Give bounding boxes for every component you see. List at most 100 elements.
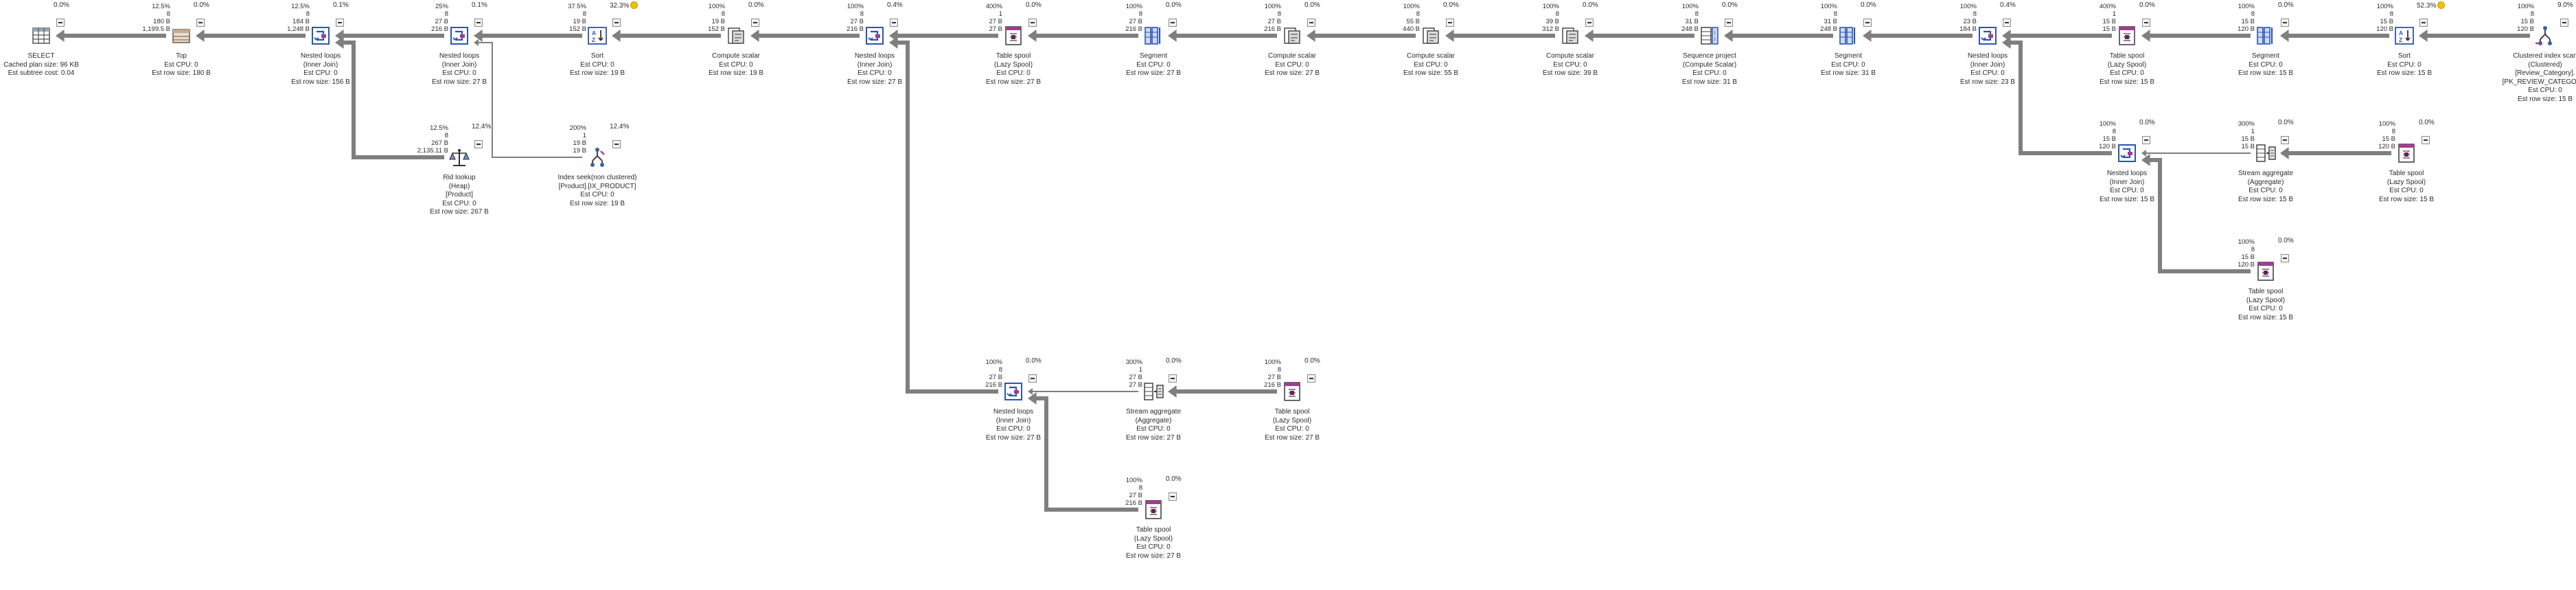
cost-percent-value: 0.0% (1026, 357, 1042, 365)
node-cost-percent: 0.0% (54, 1, 69, 9)
collapse-toggle-icon[interactable] (2142, 19, 2150, 27)
collapse-toggle-icon[interactable] (1585, 19, 1594, 27)
collapse-toggle-icon[interactable] (751, 19, 759, 27)
nested-loops-icon[interactable] (2115, 141, 2139, 165)
stream-aggregate-icon[interactable] (1142, 380, 1165, 403)
operator-detail-line: Est row size: 27 B (1264, 69, 1320, 77)
collapse-toggle-icon[interactable] (2422, 136, 2430, 144)
collapse-toggle-icon[interactable] (2142, 136, 2150, 144)
node-stat-line: 27 B (1129, 381, 1142, 389)
collapse-toggle-icon[interactable] (1307, 19, 1315, 27)
operator-detail-line: Est row size: 19 B (569, 199, 625, 207)
operator-name: Table spool (996, 52, 1031, 60)
nested-loops-icon[interactable] (1976, 24, 1999, 47)
operator-name: Nested loops (300, 52, 341, 60)
compute-scalar-icon[interactable] (724, 24, 748, 47)
node-cost-percent: 0.4% (887, 1, 903, 9)
node-stat-line: 100% (1125, 3, 1142, 10)
cost-percent-value: 0.1% (472, 1, 487, 9)
nested-loops-icon[interactable] (863, 24, 886, 47)
collapse-toggle-icon[interactable] (56, 19, 65, 27)
table-spool-icon[interactable] (2254, 260, 2277, 283)
collapse-toggle-icon[interactable] (1446, 19, 1454, 27)
node-stat-line: 8 (582, 10, 586, 18)
operator-detail-line: [PK_REVIEW_CATEGORY] (2502, 78, 2576, 86)
segment-icon[interactable] (1142, 24, 1165, 47)
table-spool-icon[interactable] (1002, 24, 1025, 47)
segment-icon[interactable] (2254, 24, 2277, 47)
collapse-toggle-icon[interactable] (2281, 254, 2289, 262)
connector-seg3-sort2 (2280, 30, 2389, 42)
collapse-toggle-icon[interactable] (1169, 19, 1177, 27)
table-spool-icon[interactable] (2115, 24, 2139, 47)
compute-scalar-icon[interactable] (1280, 24, 1304, 47)
connector-nl3-nl4 (889, 36, 998, 394)
table-spool-icon[interactable] (1142, 498, 1165, 521)
top-operator-icon[interactable] (170, 24, 193, 47)
table-spool-icon[interactable] (1280, 380, 1304, 403)
stream-aggregate-icon[interactable] (2254, 141, 2277, 165)
collapse-toggle-icon[interactable] (1169, 374, 1177, 383)
operator-detail-line: Est CPU: 0 (1275, 60, 1309, 69)
collapse-toggle-icon[interactable] (2281, 136, 2289, 144)
warning-icon[interactable] (2437, 1, 2446, 9)
cost-percent-value: 0.0% (1443, 1, 1459, 9)
operator-name: Table spool (2109, 52, 2145, 60)
collapse-toggle-icon[interactable] (196, 19, 205, 27)
collapse-toggle-icon[interactable] (336, 19, 344, 27)
collapse-toggle-icon[interactable] (612, 19, 621, 27)
operator-detail-line: Est row size: 15 B (2517, 95, 2573, 103)
select-result-icon[interactable] (30, 24, 53, 47)
operator-name: Nested loops (439, 52, 480, 60)
rid-lookup-icon[interactable] (448, 146, 471, 169)
node-stat-line: 100% (2378, 120, 2395, 128)
operator-detail-line: Est CPU: 0 (580, 191, 614, 198)
collapse-toggle-icon[interactable] (2560, 19, 2568, 27)
nested-loops-icon[interactable] (1002, 380, 1025, 403)
compute-scalar-icon[interactable] (1559, 24, 1582, 47)
operator-detail-line: Cached plan size: 96 KB (3, 60, 79, 69)
connector-sort1-cs1 (612, 30, 721, 42)
operator-name: Compute scalar (1267, 52, 1317, 60)
connector-cs2-cs3 (1307, 30, 1416, 42)
collapse-toggle-icon[interactable] (2003, 19, 2011, 27)
table-spool-icon[interactable] (2395, 141, 2418, 165)
index-seek-icon[interactable] (586, 146, 609, 169)
node-stat-line: 15 B (2382, 135, 2395, 143)
connector-cs4-seqp (1585, 30, 1694, 42)
nested-loops-icon[interactable] (448, 24, 471, 47)
collapse-toggle-icon[interactable] (1028, 19, 1037, 27)
node-stat-line: 1,199.5 B (142, 25, 170, 33)
collapse-toggle-icon[interactable] (1307, 374, 1315, 383)
cost-percent-value: 0.0% (748, 1, 764, 9)
compute-scalar-icon[interactable] (1419, 24, 1442, 47)
nested-loops-icon[interactable] (309, 24, 332, 47)
collapse-toggle-icon[interactable] (612, 140, 621, 148)
collapse-toggle-icon[interactable] (474, 19, 483, 27)
operator-detail-line: Est CPU: 0 (164, 60, 198, 69)
operator-detail-line: Est CPU: 0 (1136, 543, 1171, 551)
clustered-index-scan-icon[interactable] (2533, 24, 2557, 47)
collapse-toggle-icon[interactable] (474, 140, 483, 148)
collapse-toggle-icon[interactable] (2419, 19, 2428, 27)
collapse-toggle-icon[interactable] (890, 19, 898, 27)
collapse-toggle-icon[interactable] (1169, 492, 1177, 501)
collapse-toggle-icon[interactable] (1725, 19, 1733, 27)
segment-icon[interactable] (1837, 24, 1860, 47)
warning-icon[interactable] (630, 1, 639, 9)
connector-seg2-nl5 (1863, 30, 1973, 42)
operator-detail-line: [Review_Category]. (2515, 69, 2575, 77)
collapse-toggle-icon[interactable] (1028, 374, 1037, 383)
operator-detail-line: Est row size: 27 B (1264, 433, 1320, 442)
collapse-toggle-icon[interactable] (1863, 19, 1872, 27)
collapse-toggle-icon[interactable] (2281, 19, 2289, 27)
